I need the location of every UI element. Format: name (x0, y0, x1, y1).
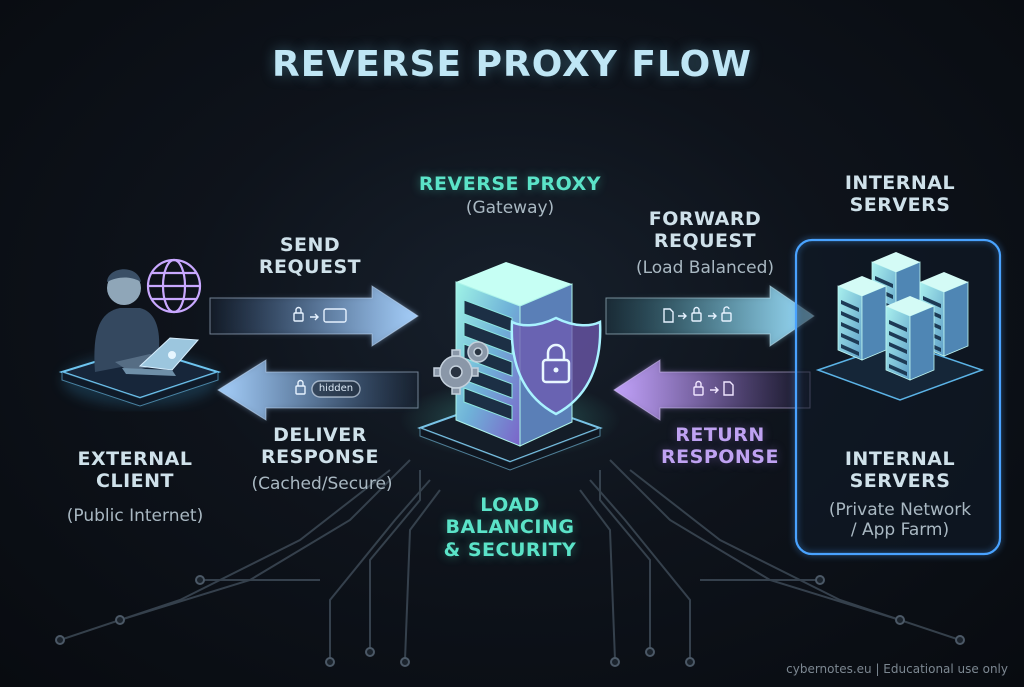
deliver-response-label: DELIVER RESPONSE (261, 424, 379, 469)
return-response-label: RETURN RESPONSE (661, 424, 779, 469)
unlock-icon (721, 312, 732, 322)
forward-request-sublabel: (Load Balanced) (635, 258, 775, 278)
deliver-response-sublabel: (Cached/Secure) (251, 474, 393, 494)
deliver-response-icons (295, 379, 361, 398)
document-icon (323, 308, 347, 323)
external-client-subtitle: (Public Internet) (66, 506, 204, 526)
proxy-subtitle: (Gateway) (465, 198, 555, 218)
forward-request-icons (663, 306, 732, 323)
server-cluster-icon (837, 252, 969, 381)
footer-credit: cybernotes.eu | Educational use only (786, 662, 1008, 676)
send-request-icons (293, 306, 347, 323)
laptop-icon (122, 337, 200, 376)
internal-servers-top-label: INTERNAL SERVERS (844, 172, 956, 217)
proxy-server-illustration (400, 262, 620, 471)
hidden-chip (311, 380, 361, 398)
page-title: REVERSE PROXY FLOW (272, 44, 752, 85)
shield-lock-icon (510, 316, 602, 416)
client-illustration (58, 258, 222, 407)
hidden-chip-label: hidden (318, 383, 354, 394)
return-response-icons (693, 380, 734, 396)
circuit-nodes (55, 575, 965, 667)
document-icon (663, 308, 674, 323)
send-request-label: SEND REQUEST (258, 234, 362, 279)
proxy-function-label: LOAD BALANCING & SECURITY (443, 494, 577, 561)
lock-icon (293, 312, 304, 322)
server-unit-icon (837, 276, 887, 361)
gear-icon (433, 341, 489, 395)
forward-request-label: FORWARD REQUEST (648, 208, 762, 253)
lock-icon (295, 385, 306, 395)
send-request-arrow (209, 285, 419, 347)
server-unit-icon (885, 296, 935, 381)
document-icon (723, 381, 734, 396)
globe-icon (146, 258, 202, 314)
external-client-label: EXTERNAL CLIENT (77, 448, 193, 493)
proxy-title: REVERSE PROXY (418, 173, 602, 195)
internal-servers-subtitle: (Private Network / App Farm) (828, 500, 972, 541)
internal-servers-label: INTERNAL SERVERS (844, 448, 956, 493)
lock-icon (691, 312, 702, 322)
lock-icon (693, 386, 704, 396)
arrow-icon (310, 313, 319, 321)
